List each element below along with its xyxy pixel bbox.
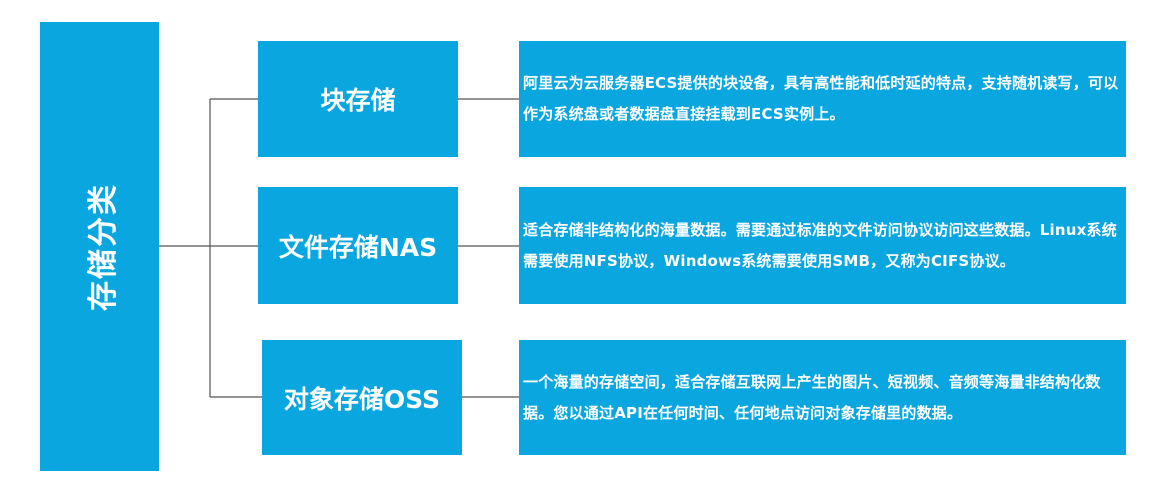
description-object-storage-oss: 一个海量的存储空间，适合存储互联网上产生的图片、短视频、音频等海量非结构化数据。…	[519, 340, 1126, 455]
category-label: 块存储	[320, 86, 396, 115]
category-label: 文件存储NAS	[278, 232, 438, 262]
category-object-storage-oss: 对象存储OSS	[262, 340, 462, 455]
category-file-storage-nas: 文件存储NAS	[258, 187, 458, 304]
description-block-storage: 阿里云为云服务器ECS提供的块设备，具有高性能和低时延的特点，支持随机读写，可以…	[519, 41, 1126, 157]
description-file-storage-nas: 适合存储非结构化的海量数据。需要通过标准的文件访问协议访问这些数据。Linux系…	[519, 187, 1126, 304]
description-text: 一个海量的存储空间，适合存储互联网上产生的图片、短视频、音频等海量非结构化数据。…	[523, 372, 1101, 422]
root-node-storage-classification: 存储分类	[40, 22, 159, 471]
root-node-title: 存储分类	[85, 182, 121, 311]
description-text: 适合存储非结构化的海量数据。需要通过标准的文件访问协议访问这些数据。Linux系…	[523, 220, 1117, 270]
description-text: 阿里云为云服务器ECS提供的块设备，具有高性能和低时延的特点，支持随机读写，可以…	[523, 74, 1119, 123]
category-block-storage: 块存储	[258, 41, 458, 157]
category-label: 对象存储OSS	[283, 384, 441, 414]
